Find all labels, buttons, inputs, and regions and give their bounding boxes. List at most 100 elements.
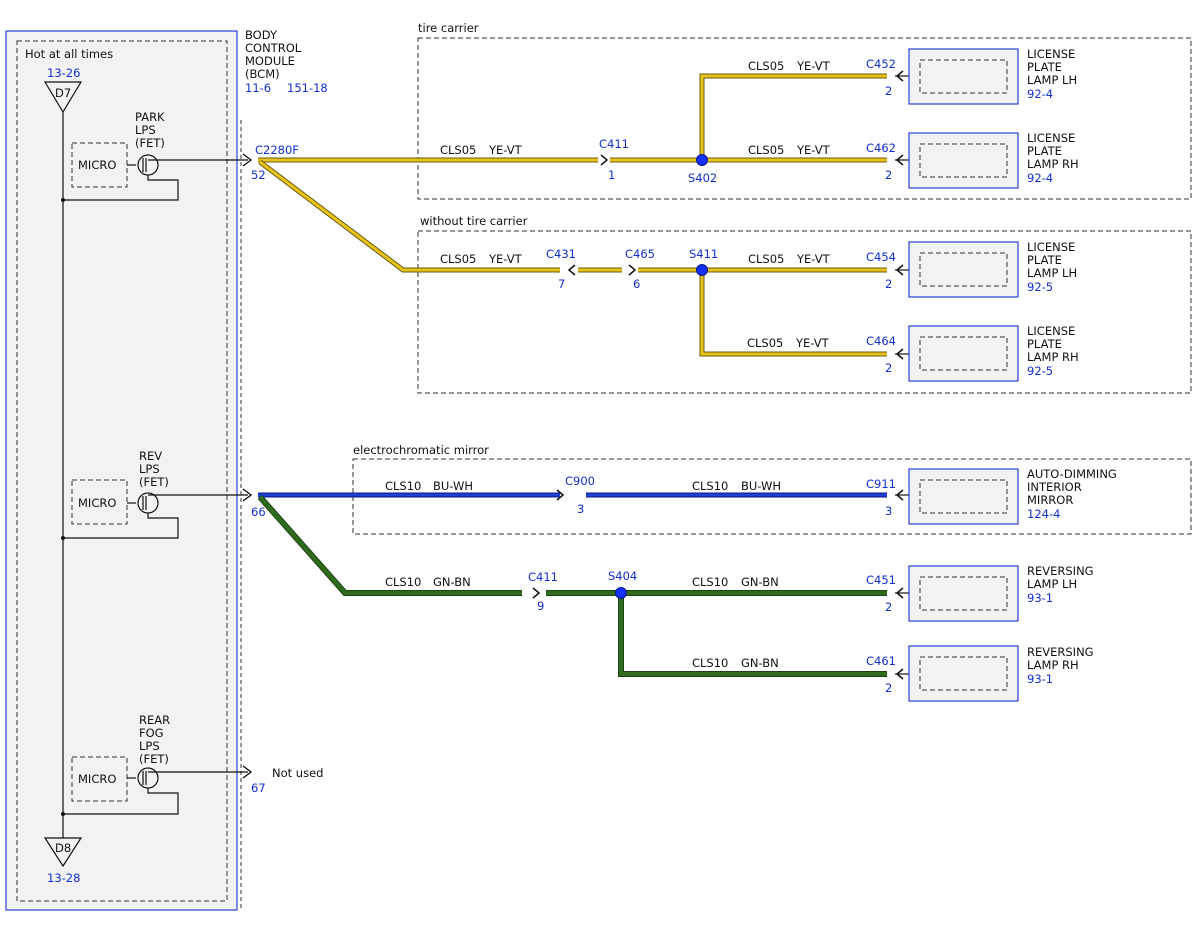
component-layer [908, 48, 1019, 702]
rev-rh-ref: 93-1 [1027, 672, 1053, 686]
c454-name: C454 [866, 250, 896, 264]
c461-arrow-icon [895, 668, 904, 680]
wire-layer [257, 70, 909, 680]
c411-rev-name: C411 [528, 570, 558, 584]
w-yevt-c: YE-VT [796, 143, 831, 157]
w-yevt-b: YE-VT [488, 143, 523, 157]
park-lps-label-2: LPS [135, 123, 156, 137]
license-plate-lamp-rh-2 [908, 325, 1019, 382]
wire-s402-c452 [700, 74, 887, 160]
w-cls05-a: CLS05 [748, 59, 784, 73]
lp-rh-1-line-2: PLATE [1027, 144, 1062, 158]
rearfog-micro-label: MICRO [78, 772, 116, 786]
wire-rev-branch [258, 495, 522, 595]
license-plate-lamp-lh-1-inner [919, 59, 1008, 94]
w-buwh-b: BU-WH [741, 479, 781, 493]
wire-s411-c464 [700, 270, 887, 356]
rearfog-output-arrow-icon [242, 765, 253, 779]
c465-arrow-icon [628, 264, 637, 276]
mirror-line-2: INTERIOR [1027, 480, 1082, 494]
w-cls05-e: CLS05 [748, 252, 784, 266]
c464-name: C464 [866, 334, 896, 348]
hot-at-all-times-label: Hot at all times [25, 47, 113, 61]
w-cls10-c: CLS10 [385, 575, 421, 589]
c451-name: C451 [866, 573, 896, 587]
w-gnbn-c: GN-BN [741, 656, 779, 670]
d8-label: D8 [55, 841, 71, 855]
c911-pin: 3 [885, 504, 892, 518]
lp-lh-1-line-1: LICENSE [1027, 47, 1075, 61]
rev-micro-label: MICRO [78, 496, 116, 510]
d8-triangle-icon [43, 837, 83, 868]
lp-lh-2-line-1: LICENSE [1027, 240, 1075, 254]
c461-pin: 2 [885, 681, 892, 695]
rev-fet-to-bus [63, 513, 179, 539]
reversing-lamp-lh-inner [919, 576, 1008, 611]
without-tire-carrier-group [417, 230, 1192, 394]
s411-splice-icon [696, 264, 708, 276]
mirror-line-3: MIRROR [1027, 493, 1073, 507]
c465-name: C465 [625, 247, 655, 261]
c911-arrow-icon [895, 489, 904, 501]
lp-rh-2-ref: 92-5 [1027, 364, 1053, 378]
park-bus-junction [61, 198, 65, 202]
bcm-title-2: CONTROL [245, 41, 302, 55]
wire-s402-c452-outline [699, 73, 887, 160]
without-tire-carrier-label: without tire carrier [420, 214, 528, 228]
c431-pin: 7 [558, 277, 565, 291]
c900-name: C900 [565, 474, 595, 488]
c411-rev-pin: 9 [537, 599, 544, 613]
rearfog-micro-box [71, 756, 128, 802]
rev-micro-box [71, 479, 128, 525]
bcm-module-outline [5, 30, 238, 911]
park-pin: 52 [251, 168, 266, 182]
s402-label: S402 [688, 171, 717, 185]
bcm-ref-a: 11-6 [245, 81, 271, 95]
lp-lh-1-ref: 92-4 [1027, 87, 1053, 101]
rev-pin: 66 [251, 505, 266, 519]
park-connector: C2280F [255, 143, 299, 157]
c411-top-name: C411 [599, 137, 629, 151]
lp-rh-2-line-3: LAMP RH [1027, 350, 1079, 364]
park-micro-label: MICRO [78, 158, 116, 172]
w-cls10-e: CLS10 [692, 656, 728, 670]
electrochromatic-mirror-label: electrochromatic mirror [353, 443, 489, 457]
w-cls05-c: CLS05 [748, 143, 784, 157]
w-yevt-d: YE-VT [488, 252, 523, 266]
auto-dimming-mirror [908, 468, 1019, 525]
rev-bus-junction [61, 536, 65, 540]
rev-lps-label-2: LPS [139, 462, 160, 476]
wire-s404-c461 [619, 593, 887, 676]
rearfog-bus-junction [61, 812, 65, 816]
lp-rh-1-ref: 92-4 [1027, 171, 1053, 185]
d7-triangle-icon [43, 81, 83, 114]
w-yevt-a: YE-VT [796, 59, 831, 73]
c451-pin: 2 [885, 600, 892, 614]
lp-rh-2-line-2: PLATE [1027, 337, 1062, 351]
rev-lps-label-3: (FET) [139, 475, 169, 489]
c411-top-pin: 1 [608, 168, 615, 182]
lp-rh-1-line-1: LICENSE [1027, 131, 1075, 145]
c462-arrow-icon [895, 154, 904, 166]
bcm-ref-b: 151-18 [287, 81, 328, 95]
c461-name: C461 [866, 654, 896, 668]
rev-rh-line-2: LAMP RH [1027, 658, 1079, 672]
auto-dimming-mirror-inner [919, 479, 1008, 514]
c465-pin: 6 [633, 277, 640, 291]
s411-label: S411 [689, 247, 718, 261]
lp-lh-2-line-2: PLATE [1027, 253, 1062, 267]
bcm-title-3: MODULE [245, 54, 295, 68]
c452-arrow-icon [895, 70, 904, 82]
license-plate-lamp-lh-2 [908, 241, 1019, 298]
w-cls05-b: CLS05 [440, 143, 476, 157]
reversing-lamp-rh-inner [919, 656, 1008, 691]
w-yevt-f: YE-VT [795, 336, 830, 350]
rev-lh-line-1: REVERSING [1027, 564, 1094, 578]
license-plate-lamp-rh-2-inner [919, 336, 1008, 371]
c900-arrow-icon [556, 489, 565, 501]
reversing-lamp-rh [908, 645, 1019, 702]
rearfog-label-4: (FET) [139, 752, 169, 766]
lp-rh-2-line-1: LICENSE [1027, 324, 1075, 338]
license-plate-lamp-lh-1 [908, 48, 1019, 105]
